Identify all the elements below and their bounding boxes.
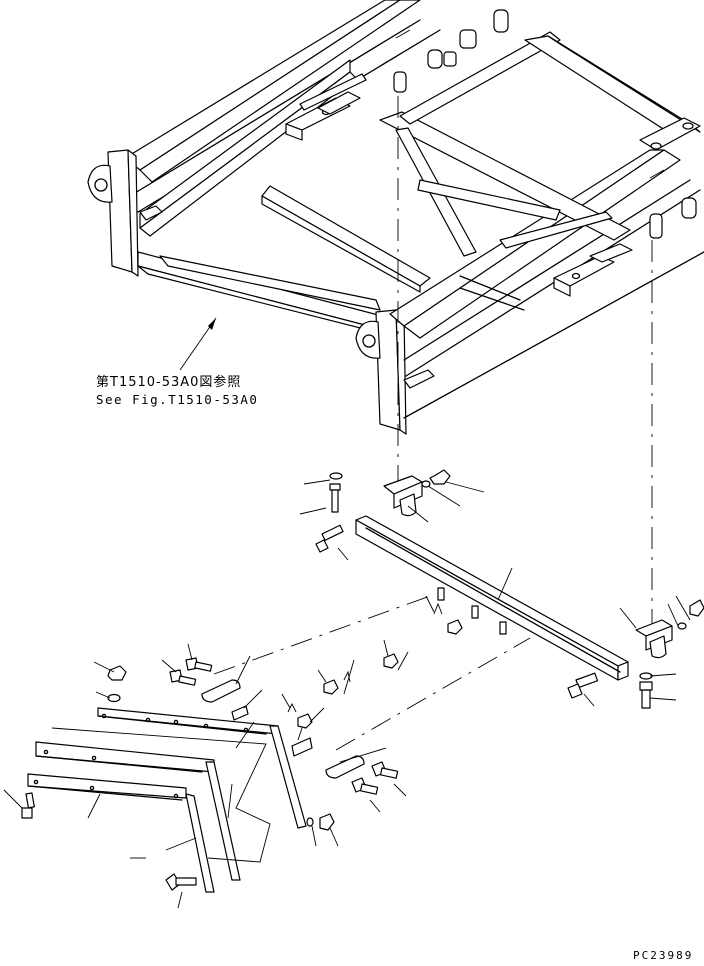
- reference-note-english: See Fig.T1510-53A0: [96, 392, 259, 407]
- reference-note-japanese: 第T1510-53A0図参照: [96, 375, 242, 390]
- long-channel: [356, 516, 628, 680]
- link-plates: [202, 680, 364, 778]
- mounting-brackets: [384, 476, 672, 658]
- main-frame: [88, 0, 704, 434]
- skirt-plates: [28, 708, 306, 892]
- assembly-lines: [214, 96, 652, 750]
- fasteners: [22, 470, 704, 890]
- reference-leader: [180, 318, 216, 370]
- drawing-code: PC23989: [633, 949, 694, 962]
- leader-lines: [4, 480, 690, 908]
